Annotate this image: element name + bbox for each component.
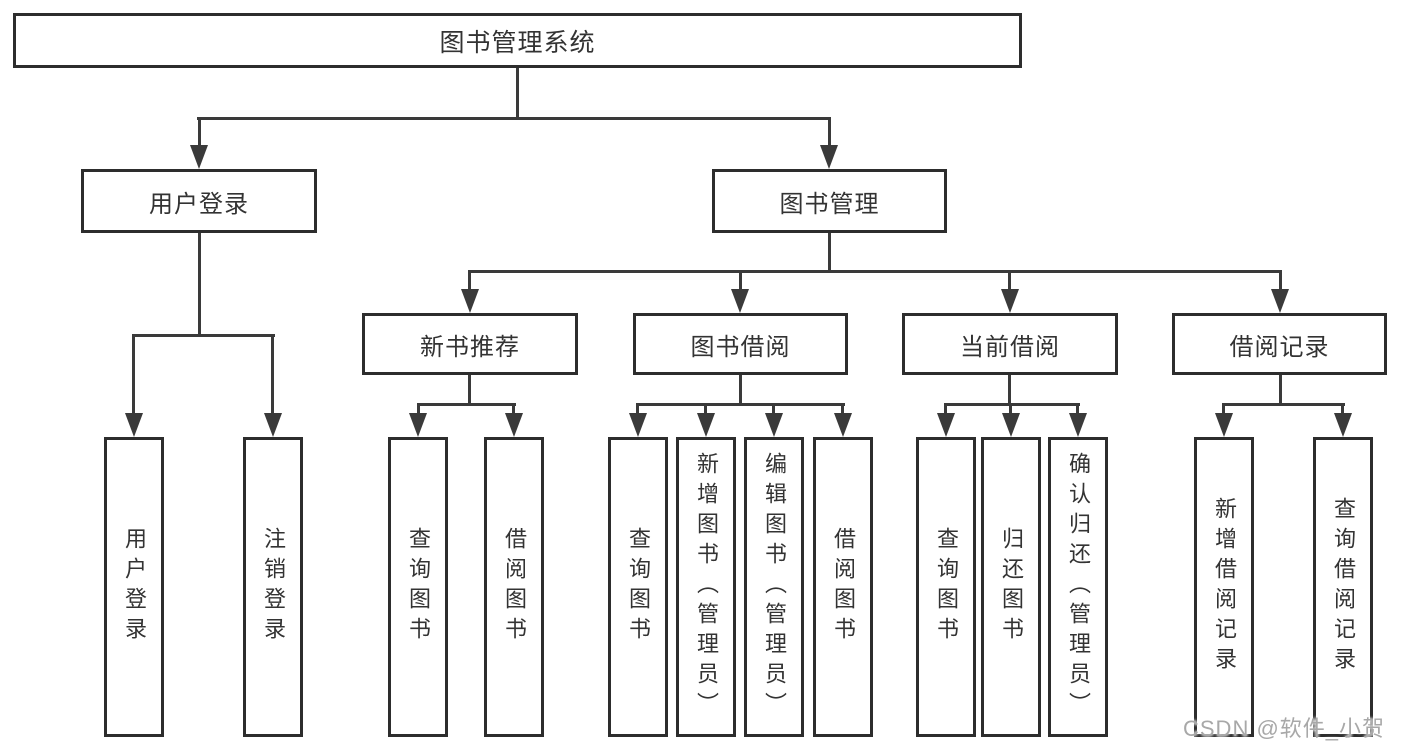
connector-line xyxy=(828,233,831,273)
leaf-label: 查询借阅记录 xyxy=(1331,497,1356,677)
connector-line xyxy=(512,403,515,415)
connector-line xyxy=(1279,375,1282,406)
arrow-down-icon xyxy=(505,413,523,437)
node-label: 用户登录 xyxy=(149,190,249,218)
connector-line xyxy=(468,270,471,291)
leaf-label: 查询图书 xyxy=(934,527,959,647)
leaf-add-borrow-record: 新增借阅记录 xyxy=(1194,437,1254,737)
node-label: 借阅记录 xyxy=(1229,333,1330,361)
watermark: CSDN @软件_小贺同学 xyxy=(1183,716,1386,741)
connector-line xyxy=(772,403,775,415)
node-label: 新书推荐 xyxy=(420,333,520,361)
arrow-down-icon xyxy=(697,413,715,437)
connector-line xyxy=(1279,270,1282,291)
connector-line xyxy=(468,375,471,406)
arrow-down-icon xyxy=(629,413,647,437)
connector-line xyxy=(417,403,516,406)
node-label: 图书管理 xyxy=(779,190,880,218)
connector-line xyxy=(198,117,201,147)
arrow-down-icon xyxy=(409,413,427,437)
leaf-query-books-borrow: 查询图书 xyxy=(608,437,668,737)
connector-line xyxy=(197,117,831,120)
connector-line xyxy=(1009,403,1012,415)
leaf-label: 查询图书 xyxy=(406,527,431,647)
arrow-down-icon xyxy=(190,145,208,169)
leaf-query-books-recommend: 查询图书 xyxy=(388,437,448,737)
node-library-management-system: 图书管理系统 xyxy=(13,13,1022,68)
node-current-borrow: 当前借阅 xyxy=(902,313,1118,375)
connector-line xyxy=(739,375,742,406)
connector-line xyxy=(132,334,135,415)
leaf-label: 新增图书（管理员） xyxy=(694,452,719,722)
connector-line xyxy=(198,233,201,337)
arrow-down-icon xyxy=(1001,289,1019,313)
leaf-label: 编辑图书（管理员） xyxy=(762,452,787,722)
connector-line xyxy=(704,403,707,415)
leaf-label: 确认归还（管理员） xyxy=(1066,452,1091,722)
arrow-down-icon xyxy=(731,289,749,313)
node-label: 当前借阅 xyxy=(960,333,1060,361)
node-borrow-record: 借阅记录 xyxy=(1172,313,1387,375)
arrow-down-icon xyxy=(461,289,479,313)
leaf-edit-books-admin: 编辑图书（管理员） xyxy=(744,437,804,737)
connector-line xyxy=(1008,270,1011,291)
connector-line xyxy=(841,403,844,415)
node-new-book-recommend: 新书推荐 xyxy=(362,313,578,375)
connector-line xyxy=(1076,403,1079,415)
leaf-label: 用户登录 xyxy=(122,527,147,647)
leaf-return-books: 归还图书 xyxy=(981,437,1041,737)
arrow-down-icon xyxy=(1002,413,1020,437)
arrow-down-icon xyxy=(264,413,282,437)
node-book-borrow: 图书借阅 xyxy=(633,313,848,375)
connector-line xyxy=(468,270,1282,273)
connector-line xyxy=(637,403,845,406)
leaf-borrow-books: 借阅图书 xyxy=(813,437,873,737)
connector-line xyxy=(828,117,831,147)
leaf-add-books-admin: 新增图书（管理员） xyxy=(676,437,736,737)
connector-line xyxy=(944,403,1080,406)
arrow-down-icon xyxy=(1069,413,1087,437)
leaf-label: 借阅图书 xyxy=(831,527,856,647)
connector-line xyxy=(271,334,274,415)
connector-line xyxy=(1008,375,1011,406)
arrow-down-icon xyxy=(1271,289,1289,313)
leaf-label: 新增借阅记录 xyxy=(1212,497,1237,677)
leaf-label: 归还图书 xyxy=(999,527,1024,647)
arrow-down-icon xyxy=(937,413,955,437)
leaf-confirm-return-admin: 确认归还（管理员） xyxy=(1048,437,1108,737)
connector-line xyxy=(516,68,519,120)
node-label: 图书管理系统 xyxy=(439,28,596,57)
arrow-down-icon xyxy=(834,413,852,437)
connector-line xyxy=(739,270,742,291)
connector-line xyxy=(133,334,275,337)
arrow-down-icon xyxy=(1334,413,1352,437)
leaf-user-login: 用户登录 xyxy=(104,437,164,737)
arrow-down-icon xyxy=(820,145,838,169)
leaf-query-books-current: 查询图书 xyxy=(916,437,976,737)
connector-line xyxy=(1222,403,1345,406)
connector-line xyxy=(417,403,420,415)
node-book-management: 图书管理 xyxy=(712,169,947,233)
connector-line xyxy=(1222,403,1225,415)
connector-line xyxy=(636,403,639,415)
node-user-login: 用户登录 xyxy=(81,169,317,233)
leaf-logout: 注销登录 xyxy=(243,437,303,737)
leaf-label: 注销登录 xyxy=(261,527,286,647)
arrow-down-icon xyxy=(1215,413,1233,437)
connector-line xyxy=(944,403,947,415)
leaf-query-borrow-record: 查询借阅记录 xyxy=(1313,437,1373,737)
arrow-down-icon xyxy=(125,413,143,437)
leaf-label: 查询图书 xyxy=(626,527,651,647)
connector-line xyxy=(1341,403,1344,415)
node-label: 图书借阅 xyxy=(690,333,791,361)
leaf-label: 借阅图书 xyxy=(502,527,527,647)
leaf-borrow-books-recommend: 借阅图书 xyxy=(484,437,544,737)
arrow-down-icon xyxy=(765,413,783,437)
